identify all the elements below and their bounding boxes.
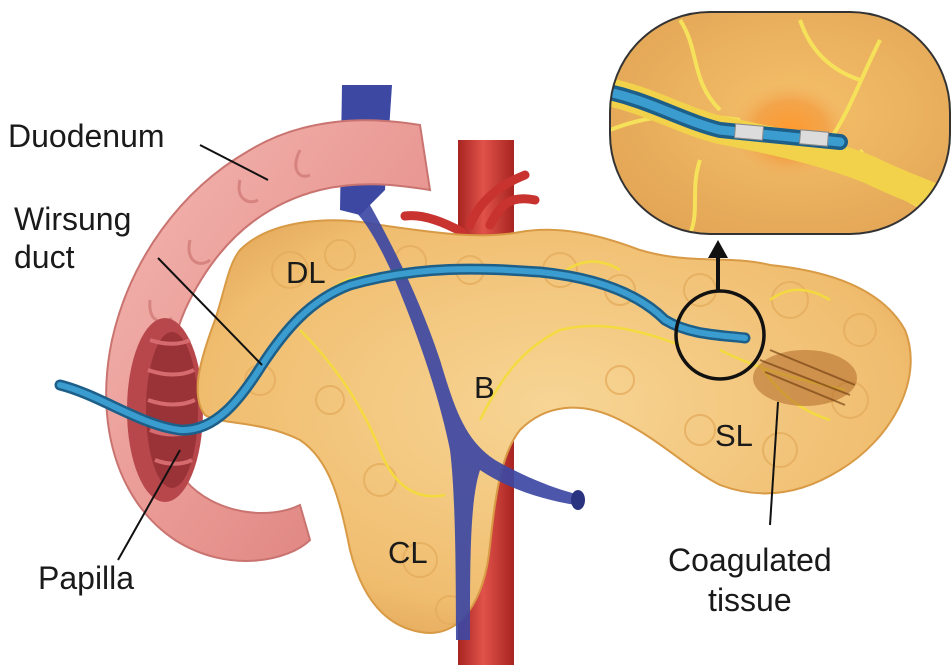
wirsung-duct-label-line2: duct	[14, 238, 131, 276]
cl-label: CL	[388, 535, 428, 571]
coagulated-tissue-label: Coagulated tissue	[668, 540, 832, 620]
coagulated-zone	[753, 350, 857, 406]
inset-magnified-view	[600, 12, 952, 234]
papilla-label: Papilla	[38, 560, 134, 596]
wirsung-duct-label-line1: Wirsung	[14, 200, 131, 238]
coagulated-tissue-label-line2: tissue	[668, 580, 832, 620]
wirsung-duct-label: Wirsung duct	[14, 200, 131, 276]
dl-label: DL	[286, 255, 326, 291]
coagulated-tissue-label-line1: Coagulated	[668, 540, 832, 580]
sl-label: SL	[715, 418, 753, 454]
duodenum-label: Duodenum	[8, 118, 165, 154]
b-label: B	[474, 370, 495, 406]
